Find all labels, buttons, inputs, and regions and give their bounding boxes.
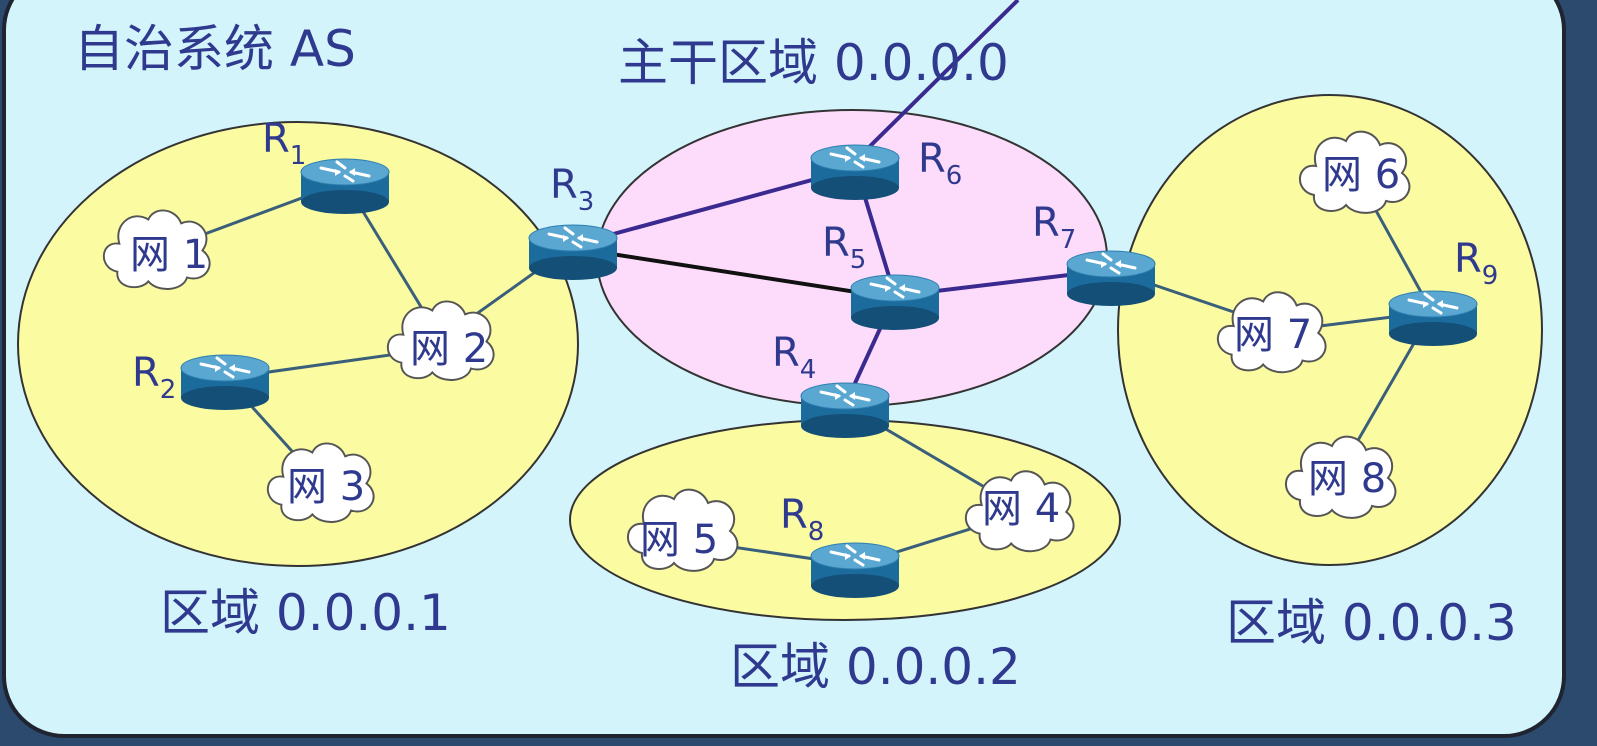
router-icon bbox=[800, 381, 890, 438]
router-r4: R4 bbox=[772, 330, 890, 438]
link-r3-r5 bbox=[572, 246, 896, 300]
area-3-region bbox=[1117, 94, 1543, 566]
router-icon bbox=[850, 273, 940, 330]
backbone-area-title: 主干区域 0.0.0.0 bbox=[618, 34, 1009, 92]
router-label: R5 bbox=[822, 220, 866, 275]
network-net5: 网 5 bbox=[626, 488, 739, 572]
as-title: 自治系统 AS bbox=[74, 20, 356, 78]
router-label: R2 bbox=[132, 350, 176, 405]
router-r9: R9 bbox=[1388, 236, 1498, 346]
router-icon bbox=[1388, 289, 1478, 346]
network-net7: 网 7 bbox=[1216, 291, 1327, 374]
network-net2: 网 2 bbox=[386, 300, 495, 381]
network-net3: 网 3 bbox=[266, 442, 375, 523]
network-net6: 网 6 bbox=[1298, 130, 1411, 214]
link-r3-r6 bbox=[572, 166, 857, 247]
router-icon bbox=[1066, 249, 1156, 306]
link-r6-external bbox=[854, 0, 1020, 162]
router-label: R3 bbox=[550, 162, 594, 217]
router-r5: R5 bbox=[822, 220, 940, 330]
router-label: R6 bbox=[918, 136, 962, 191]
router-label: R8 bbox=[780, 492, 824, 547]
area-3-title: 区域 0.0.0.3 bbox=[1226, 594, 1517, 652]
network-net8: 网 8 bbox=[1284, 435, 1397, 519]
network-net4: 网 4 bbox=[964, 470, 1075, 553]
router-icon bbox=[180, 353, 270, 410]
network-label: 网 5 bbox=[640, 517, 718, 563]
router-label: R9 bbox=[1454, 236, 1498, 291]
area-2-title: 区域 0.0.0.2 bbox=[730, 638, 1021, 696]
network-label: 网 7 bbox=[1234, 312, 1312, 358]
network-label: 网 6 bbox=[1322, 152, 1400, 198]
router-icon bbox=[810, 143, 900, 200]
router-r1: R1 bbox=[262, 116, 390, 214]
network-label: 网 2 bbox=[410, 326, 488, 372]
network-net1: 网 1 bbox=[102, 209, 211, 290]
router-r6: R6 bbox=[810, 136, 962, 200]
router-icon bbox=[300, 157, 390, 214]
area-1-title: 区域 0.0.0.1 bbox=[160, 584, 451, 642]
router-r7: R7 bbox=[1032, 200, 1156, 306]
router-icon bbox=[528, 223, 618, 280]
router-label: R7 bbox=[1032, 200, 1076, 255]
router-icon bbox=[810, 541, 900, 598]
network-label: 网 8 bbox=[1308, 456, 1386, 502]
router-r2: R2 bbox=[132, 350, 270, 410]
router-label: R4 bbox=[772, 330, 816, 385]
router-r3: R3 bbox=[528, 162, 618, 280]
router-r8: R8 bbox=[780, 492, 900, 598]
network-label: 网 4 bbox=[982, 486, 1060, 532]
router-label: R1 bbox=[262, 116, 306, 171]
network-label: 网 1 bbox=[130, 232, 208, 278]
network-label: 网 3 bbox=[287, 464, 365, 510]
